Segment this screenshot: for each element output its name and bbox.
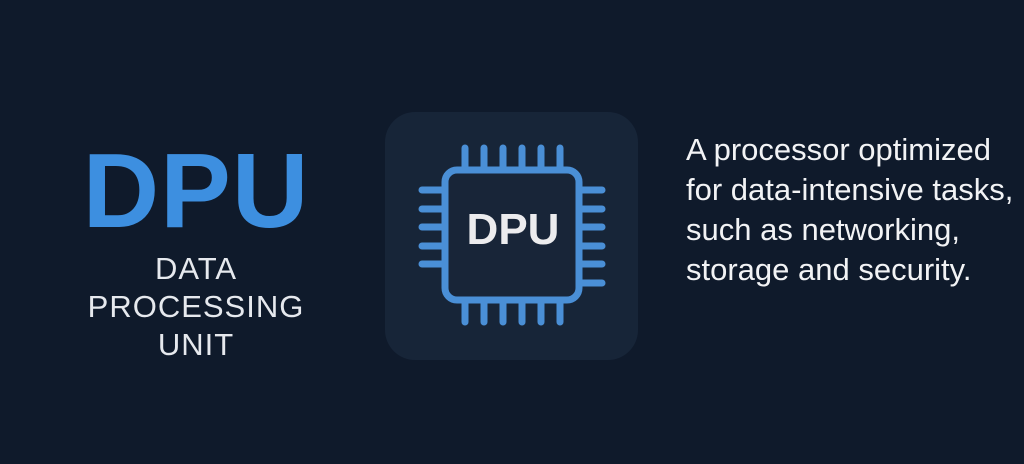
- dpu-subtitle: DATA PROCESSING UNIT: [78, 250, 314, 364]
- subtitle-line: DATA: [154, 251, 238, 286]
- subtitle-line: PROCESSING: [87, 289, 305, 324]
- dpu-title: DPU: [82, 132, 310, 250]
- description: A processor optimized for data-intensive…: [686, 132, 1014, 287]
- subtitle-line: UNIT: [157, 327, 235, 362]
- chip-label: DPU: [466, 205, 560, 254]
